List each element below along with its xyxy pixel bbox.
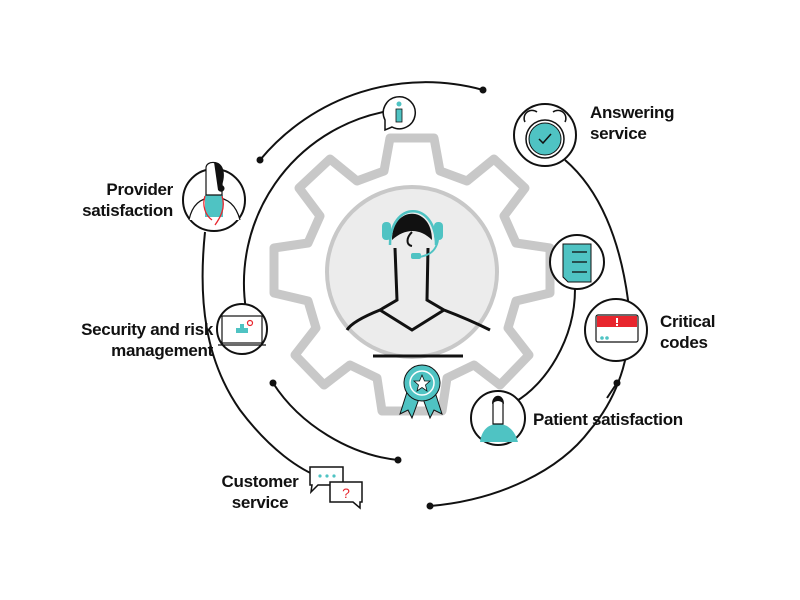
agent-headset-icon bbox=[325, 185, 499, 359]
label-customer-service: Customer service bbox=[210, 471, 310, 513]
inner-bottom-arc bbox=[272, 382, 399, 461]
inner-left-arc bbox=[243, 111, 384, 311]
label-line: service bbox=[590, 124, 647, 143]
award-ribbon-icon bbox=[399, 364, 443, 420]
label-security-risk: Security and risk management bbox=[40, 319, 213, 361]
label-line: Security and risk bbox=[81, 320, 213, 339]
label-answering-service: Answering service bbox=[590, 102, 675, 144]
svg-text:?: ? bbox=[342, 485, 350, 501]
outer-top-arc bbox=[259, 81, 484, 161]
label-critical-codes: Critical codes bbox=[660, 311, 716, 353]
inner-right-arc bbox=[514, 288, 576, 403]
label-line: service bbox=[231, 493, 289, 512]
gear-icon bbox=[269, 133, 555, 416]
left-outer-arc bbox=[201, 231, 323, 479]
label-line: codes bbox=[660, 333, 708, 352]
connector-dots bbox=[256, 86, 621, 510]
label-line: Critical bbox=[660, 312, 716, 331]
info-icon bbox=[382, 95, 417, 132]
label-provider-satisfaction: Provider satisfaction bbox=[60, 179, 173, 221]
label-line: satisfaction bbox=[82, 201, 173, 220]
label-line: Provider bbox=[106, 180, 173, 199]
label-line: Answering bbox=[590, 103, 675, 122]
connector-lines bbox=[201, 81, 631, 507]
right-outer-arc bbox=[429, 159, 631, 507]
chat-bubbles-icon: ? bbox=[309, 466, 363, 510]
alarm-clock-icon bbox=[513, 103, 577, 167]
label-line: Customer bbox=[221, 472, 299, 491]
security-monitor-icon bbox=[216, 303, 268, 355]
label-patient-satisfaction: Patient satisfaction bbox=[533, 410, 683, 429]
label-line: management bbox=[111, 341, 213, 360]
patient-icon bbox=[470, 390, 526, 446]
checklist-icon bbox=[549, 234, 605, 290]
alert-screen-icon bbox=[584, 298, 648, 362]
doctor-icon bbox=[182, 161, 246, 232]
